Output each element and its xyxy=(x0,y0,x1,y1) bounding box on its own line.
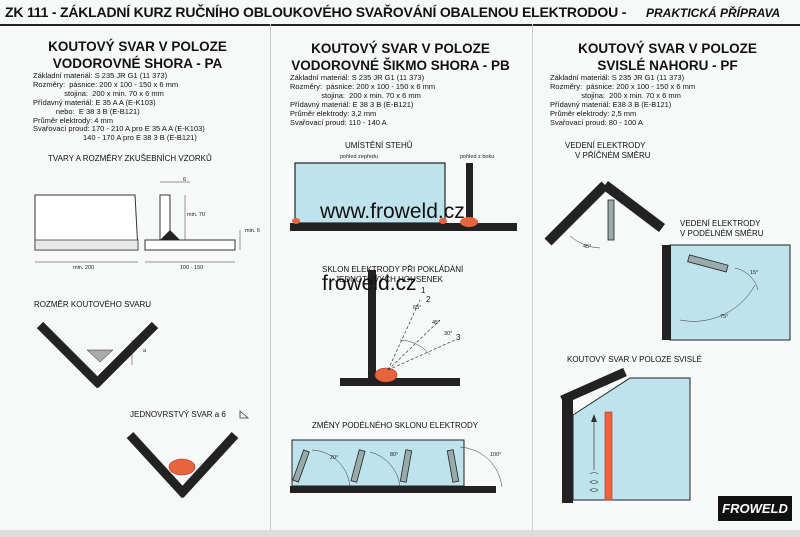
long-direction-diagram xyxy=(662,244,791,341)
dim-min6: min. 6 xyxy=(245,228,260,234)
col2-section-tack: UMÍSTĚNÍ STEHŮ xyxy=(345,141,413,150)
col1-section-single: JEDNOVRSTVÝ SVAR a 6 xyxy=(130,410,226,419)
angle-75: 75° xyxy=(720,314,729,320)
col2-title-line1: KOUTOVÝ SVAR V POLOZE xyxy=(311,41,490,56)
angle-30: 30° xyxy=(444,331,453,337)
watermark-www-froweld: www.froweld.cz xyxy=(320,200,465,223)
column-divider xyxy=(270,24,271,537)
col3-section-vertical: KOUTOVÝ SVAR V POLOZE SVISLÉ xyxy=(567,355,702,364)
column-divider xyxy=(532,24,533,537)
tack-side-view xyxy=(445,163,517,231)
vertical-fillet-diagram xyxy=(560,367,691,503)
angle-65: 65° xyxy=(413,305,422,311)
angle-45-cross: 45° xyxy=(583,244,592,250)
col1-title-line2: VODOROVNÉ SHORA - PA xyxy=(52,56,223,71)
specimen-side-view xyxy=(34,194,139,263)
col3-section-cross-l1: VEDENÍ ELEKTRODY xyxy=(565,141,646,150)
col2-section-tilt-l2: JEDNOTLIVÝCH HOUSENEK xyxy=(335,275,444,284)
dim-100-150: 100 - 150 xyxy=(180,265,204,271)
angle-45: 45° xyxy=(432,320,441,326)
angle-15: 15° xyxy=(750,270,759,276)
fillet-size-diagram xyxy=(36,321,159,389)
view-side: pohled z boku xyxy=(460,154,495,160)
col3-section-long-l1: VEDENÍ ELEKTRODY xyxy=(680,219,761,228)
header: ZK 111 - ZÁKLADNÍ KURZ RUČNÍHO OBLOUKOVÉ… xyxy=(0,0,800,26)
col1-section-size: ROZMĚR KOUTOVÉHO SVARU xyxy=(34,300,152,309)
col2-section-tilt-l1: SKLON ELEKTRODY PŘI POKLÁDÁNÍ xyxy=(322,265,464,274)
col1-title: KOUTOVÝ SVAR V POLOZE VODOROVNÉ SHORA - … xyxy=(20,38,255,72)
electrode-pos-3: 3 xyxy=(456,333,461,342)
page-title: ZK 111 - ZÁKLADNÍ KURZ RUČNÍHO OBLOUKOVÉ… xyxy=(5,4,627,20)
col1-spec: Základní materiál: S 235 JR G1 (11 373) … xyxy=(33,71,205,143)
dim-min200: min. 200 xyxy=(73,265,95,271)
tack-front-view xyxy=(290,162,450,231)
col3-title-line1: KOUTOVÝ SVAR V POLOZE xyxy=(578,41,757,56)
longitudinal-tilt-diagram xyxy=(290,439,503,493)
col1-title-line1: KOUTOVÝ SVAR V POLOZE xyxy=(48,39,227,54)
electrode-pos-1: 1 xyxy=(421,286,426,295)
col2-spec: Základní materiál: S 235 JR G1 (11 373) … xyxy=(290,73,436,127)
col3-title: KOUTOVÝ SVAR V POLOZE SVISLÉ NAHORU - PF xyxy=(545,40,790,74)
col2-title-line2: VODOROVNÉ ŠIKMO SHORA - PB xyxy=(291,58,510,73)
cross-direction-diagram xyxy=(544,181,666,249)
electrode-pos-2: 2 xyxy=(426,295,431,304)
specimen-cross-section xyxy=(144,181,241,263)
col2-section-changes: ZMĚNY PODÉLNÉHO SKLONU ELEKTRODY xyxy=(312,421,479,430)
view-front: pohled zepředu xyxy=(340,154,378,160)
dim-6: 6 xyxy=(183,177,187,183)
single-layer-weld-diagram xyxy=(126,410,250,499)
watermark-froweld: froweld.cz xyxy=(322,272,417,295)
froweld-logo: FROWELD xyxy=(718,496,792,521)
page-subtitle: PRAKTICKÁ PŘÍPRAVA xyxy=(646,6,781,20)
col3-section-cross-l2: V PŘÍČNÉM SMĚRU xyxy=(575,151,651,160)
col3-spec: Základní materiál: S 235 JR G1 (11 373) … xyxy=(550,73,696,127)
electrode-tilt-diagram xyxy=(340,270,460,386)
angle-100: 100° xyxy=(490,452,502,458)
angle-80: 80° xyxy=(390,452,399,458)
dim-a: a xyxy=(143,348,147,354)
col3-title-line2: SVISLÉ NAHORU - PF xyxy=(597,58,738,73)
footer-strip xyxy=(0,530,800,537)
col1-section-shapes: TVARY A ROZMĚRY ZKUŠEBNÍCH VZORKŮ xyxy=(48,154,212,163)
col2-title: KOUTOVÝ SVAR V POLOZE VODOROVNÉ ŠIKMO SH… xyxy=(278,40,523,74)
dim-min70: min. 70 xyxy=(187,212,206,218)
col3-section-long-l2: V PODÉLNÉM SMĚRU xyxy=(680,229,764,238)
angle-20: 20° xyxy=(330,455,339,461)
